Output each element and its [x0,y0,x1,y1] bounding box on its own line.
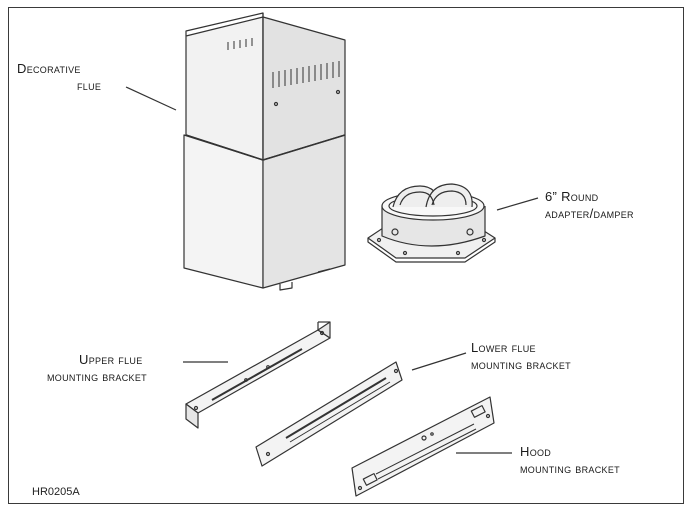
decorative-flue-lower [183,134,346,291]
label-lower-bracket: Lower flue mounting bracket [471,339,571,373]
label-decorative-flue-line1: Decorative [17,61,81,76]
round-adapter-damper [367,183,496,263]
label-lower-bracket-line2: mounting bracket [471,357,571,372]
hood-mounting-bracket [351,396,495,497]
leader-lower-bracket [411,352,467,371]
diagram-frame [8,7,684,504]
decorative-flue-upper [185,12,346,161]
label-lower-bracket-line1: Lower flue [471,340,536,355]
upper-flue-mounting-bracket [185,321,331,429]
label-hood-bracket-line1: Hood [520,444,552,459]
label-upper-bracket-line1: Upper flue [79,352,143,367]
figure-code: HR0205A [32,486,80,498]
label-decorative-flue: Decorative flue [17,60,101,94]
label-round-adapter: 6” Round adapter/damper [545,188,634,222]
label-hood-bracket-line2: mounting bracket [520,461,620,476]
lower-flue-mounting-bracket [255,361,403,467]
label-round-adapter-line2: adapter/damper [545,206,634,221]
leader-lines [125,86,539,454]
label-round-adapter-line1: 6” Round [545,189,599,204]
label-upper-bracket-line2: mounting bracket [47,369,147,384]
leader-decorative-flue [125,86,177,111]
label-hood-bracket: Hood mounting bracket [520,443,620,477]
leader-round-adapter [496,197,539,211]
label-upper-bracket: Upper flue mounting bracket [47,351,147,385]
label-decorative-flue-line2: flue [77,78,102,93]
